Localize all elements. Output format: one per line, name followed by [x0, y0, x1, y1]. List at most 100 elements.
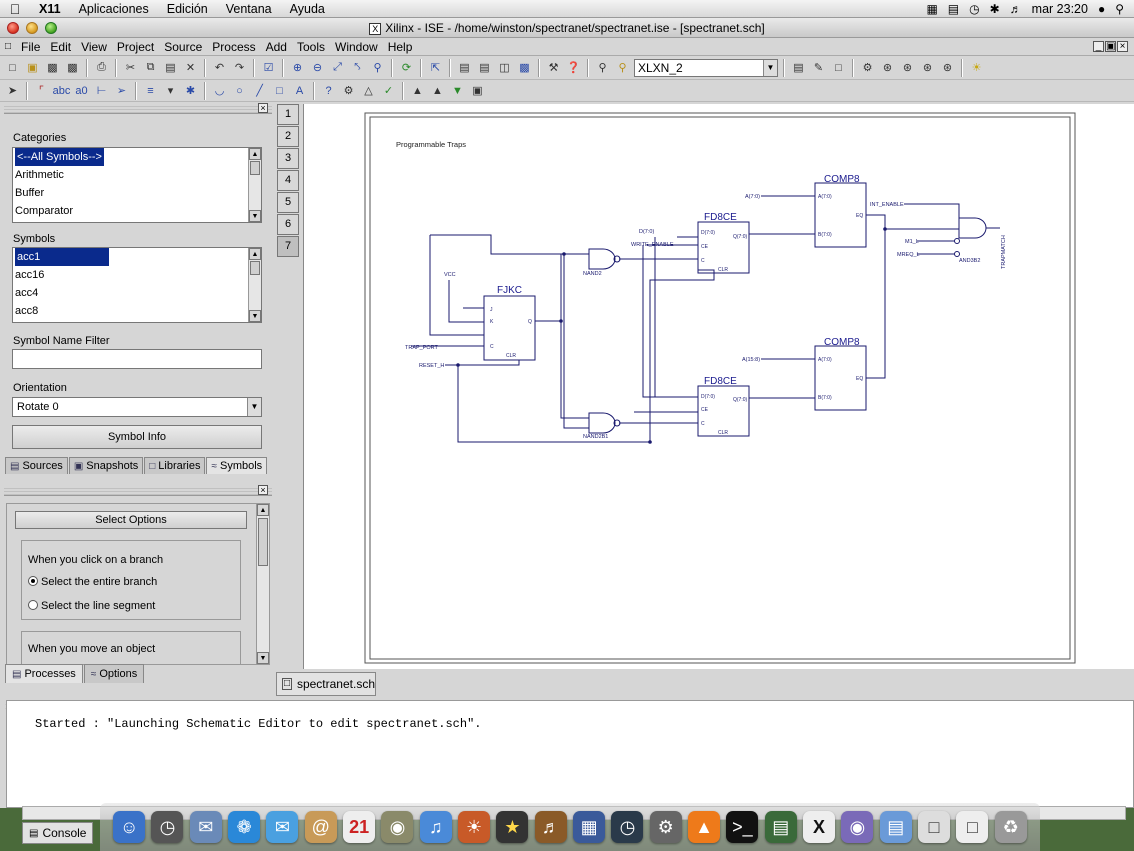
- paste-icon[interactable]: ▤: [165, 62, 176, 74]
- print-icon[interactable]: ⎙: [97, 61, 106, 73]
- iphoto-icon[interactable]: ☀: [458, 811, 491, 843]
- x11-dock-icon[interactable]: X: [803, 811, 836, 843]
- tab-symbols[interactable]: ≈Symbols: [206, 457, 268, 474]
- time-machine-dock-icon[interactable]: ◷: [611, 811, 644, 843]
- stamp-d-icon[interactable]: ▣: [472, 85, 483, 97]
- sheet-tab-2[interactable]: 2: [277, 126, 299, 147]
- net-name-combo[interactable]: XLXN_2 ▼: [634, 58, 778, 77]
- trash-icon[interactable]: ♻: [994, 811, 1027, 843]
- list-item[interactable]: acc1: [13, 248, 261, 266]
- tab-options[interactable]: ≈Options: [83, 664, 145, 683]
- open-folder-icon[interactable]: ▣: [27, 62, 38, 74]
- bluetooth-icon[interactable]: ✱: [989, 1, 1000, 16]
- utility-icon[interactable]: ◉: [841, 811, 874, 843]
- system-preferences-icon[interactable]: ⚙: [649, 811, 682, 843]
- sheet-tab-5[interactable]: 5: [277, 192, 299, 213]
- sheet-tab-7[interactable]: 7: [277, 236, 299, 257]
- symbols-panel-header[interactable]: ×: [4, 103, 272, 114]
- mac-menu-edicion[interactable]: Edición: [166, 1, 208, 16]
- delete-icon[interactable]: ✕: [185, 62, 196, 74]
- activity-monitor-icon[interactable]: ▤: [764, 811, 797, 843]
- save-all-icon[interactable]: ▩: [67, 62, 78, 74]
- chevron-down-icon[interactable]: ▼: [247, 398, 261, 416]
- menu-add[interactable]: Add: [265, 39, 287, 54]
- list-item[interactable]: acc4: [15, 287, 39, 299]
- stamp-a-icon[interactable]: ▲: [412, 84, 423, 97]
- unknown-tool-icon[interactable]: ?: [325, 84, 332, 97]
- symbol-info-button[interactable]: Symbol Info: [12, 425, 262, 449]
- layout-a-icon[interactable]: ▤: [459, 62, 470, 74]
- menubar-clock[interactable]: mar 23:20: [1031, 1, 1088, 16]
- save-icon[interactable]: ▩: [47, 62, 58, 74]
- sheet-tab-1[interactable]: 1: [277, 104, 299, 125]
- tab-snapshots[interactable]: ▣Snapshots: [68, 457, 144, 474]
- categories-scrollbar[interactable]: ▲▼: [248, 148, 261, 222]
- chevron-down-icon[interactable]: ▼: [763, 59, 777, 76]
- add-symbol-icon[interactable]: ≡: [147, 84, 154, 97]
- layout-d-icon[interactable]: ▩: [519, 62, 530, 74]
- doc-icon[interactable]: □: [5, 41, 12, 52]
- check-icon[interactable]: ☑: [263, 62, 274, 74]
- copy-icon[interactable]: ⧉: [146, 61, 155, 73]
- mac-app-menu[interactable]: X11: [39, 1, 61, 16]
- minimize-window-button[interactable]: [26, 21, 38, 34]
- list-item[interactable]: <--All Symbols-->: [13, 148, 261, 166]
- menu-file[interactable]: File: [21, 39, 41, 54]
- file-question-icon[interactable]: □: [835, 61, 842, 74]
- close-icon[interactable]: ×: [258, 485, 268, 495]
- doc-minimize-icon[interactable]: _: [1093, 41, 1104, 52]
- check-schematic-icon[interactable]: ✓: [383, 85, 394, 97]
- draw-circle-icon[interactable]: ○: [236, 84, 243, 97]
- volume-icon[interactable]: ♬: [1009, 1, 1022, 16]
- draw-arc-icon[interactable]: ◡: [214, 85, 225, 97]
- rename-bus-icon[interactable]: a0: [75, 84, 88, 97]
- time-machine-icon[interactable]: ◷: [969, 1, 980, 16]
- network-c-icon[interactable]: ⊛: [922, 62, 933, 74]
- add-net-name-icon[interactable]: abc: [52, 84, 71, 97]
- edit-icon[interactable]: ✎: [813, 62, 824, 74]
- gear-icon[interactable]: ⚙: [862, 62, 873, 74]
- add-instance-icon[interactable]: ✱: [185, 85, 196, 97]
- menu-process[interactable]: Process: [212, 39, 256, 54]
- list-item[interactable]: Arithmetic: [15, 169, 64, 181]
- menu-help[interactable]: Help: [387, 39, 413, 54]
- orientation-select[interactable]: Rotate 0 ▼: [12, 397, 262, 417]
- categories-list[interactable]: <--All Symbols--> Arithmetic Buffer Comp…: [12, 147, 262, 223]
- address-book-icon[interactable]: @: [304, 811, 337, 843]
- network-a-icon[interactable]: ⊛: [882, 62, 893, 74]
- schematic-drawing[interactable]: J K C Q CLR D(7:0) CE C Q(7:0) CLR D(7:0…: [304, 104, 1134, 669]
- close-window-button[interactable]: [7, 21, 19, 34]
- sheet-tab-6[interactable]: 6: [277, 214, 299, 235]
- list-item[interactable]: Buffer: [15, 187, 45, 199]
- network-d-icon[interactable]: ⊛: [942, 62, 953, 74]
- wrench-icon[interactable]: ⚒: [548, 62, 559, 74]
- zoom-select-icon[interactable]: ⤣: [354, 61, 361, 73]
- help-pointer-icon[interactable]: ❓: [566, 62, 581, 74]
- find-icon[interactable]: ⚲: [598, 62, 607, 74]
- sheet-tab-4[interactable]: 4: [277, 170, 299, 191]
- radio-line-segment[interactable]: Select the line segment: [28, 600, 155, 612]
- preview-icon[interactable]: ◉: [381, 811, 414, 843]
- stamp-c-icon[interactable]: ▼: [452, 84, 463, 97]
- documents-icon[interactable]: □: [918, 811, 951, 843]
- menu-window[interactable]: Window: [335, 39, 378, 54]
- symbol-filter-input[interactable]: [12, 349, 262, 369]
- symbols-scrollbar[interactable]: ▲▼: [248, 248, 261, 322]
- draw-rect-icon[interactable]: □: [276, 84, 283, 97]
- document-tab[interactable]: □ spectranet.sch: [276, 672, 376, 696]
- lightbulb-icon[interactable]: ☀: [971, 62, 982, 74]
- terminal-icon[interactable]: >_: [726, 811, 759, 843]
- undo-icon[interactable]: ↶: [214, 62, 225, 74]
- list-item[interactable]: Comparator: [15, 205, 74, 217]
- finder-icon[interactable]: ☺: [113, 811, 146, 843]
- symbols-list[interactable]: acc1 acc16 acc4 acc8 ▲▼: [12, 247, 262, 323]
- new-file-icon[interactable]: □: [9, 61, 16, 74]
- spotlight-search-icon[interactable]: ⚲: [1115, 1, 1124, 16]
- menu-project[interactable]: Project: [116, 39, 155, 54]
- select-arrow-icon[interactable]: ➤: [7, 85, 18, 97]
- tab-sources[interactable]: ▤Sources: [5, 457, 68, 474]
- mac-menu-aplicaciones[interactable]: Aplicaciones: [78, 1, 149, 16]
- add-wire-icon[interactable]: ⌜: [38, 85, 45, 97]
- zoom-window-button[interactable]: [45, 21, 57, 34]
- safari-icon[interactable]: ❁: [228, 811, 261, 843]
